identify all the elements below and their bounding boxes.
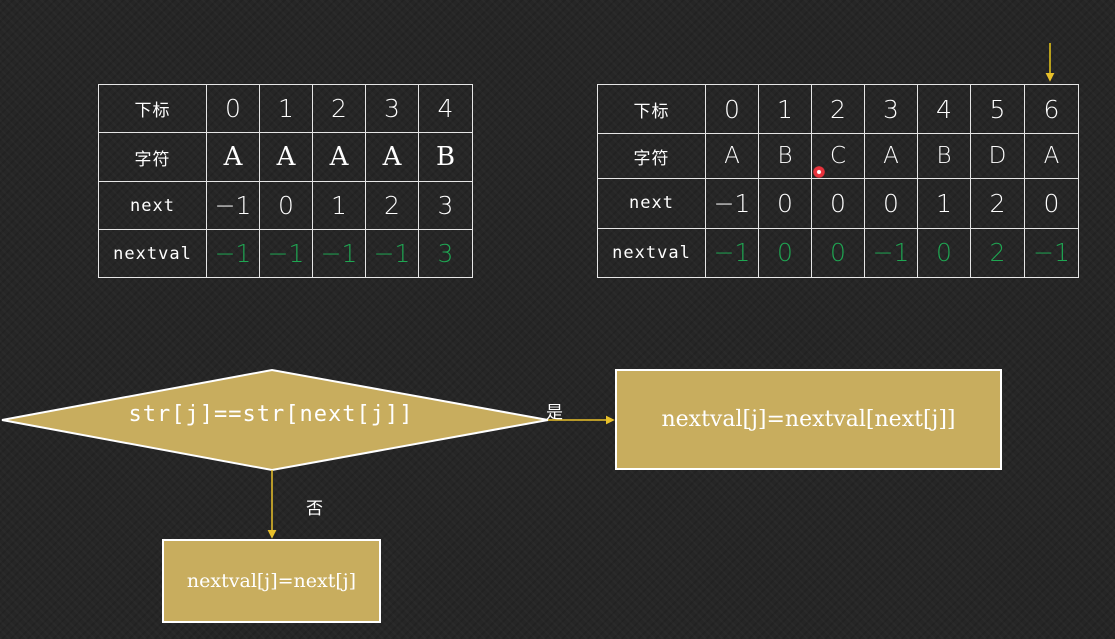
nextval-row: nextval −1 −1 −1 −1 3 — [98, 229, 473, 278]
row-header-index: 下标 — [98, 84, 207, 133]
nextval-cell: −1 — [312, 229, 366, 278]
nextval-cell: −1 — [1024, 227, 1079, 278]
next-row: next −1 0 0 0 1 2 0 — [597, 178, 1079, 229]
index-row: 下标 0 1 2 3 4 5 6 — [597, 83, 1079, 135]
char-row: 字符 A B C A B D A — [597, 133, 1079, 180]
next-table-abcabda: 下标 0 1 2 3 4 5 6 字符 A B C A B D A next −… — [597, 83, 1079, 278]
mouse-pointer-highlight — [813, 166, 825, 178]
nextval-cell: −1 — [705, 227, 759, 278]
char-row: 字符 A A A A B — [98, 131, 473, 183]
nextval-cell: 3 — [418, 229, 473, 278]
char-cell: B — [418, 131, 473, 183]
index-cell: 0 — [206, 84, 260, 133]
char-cell: A — [365, 131, 419, 183]
index-cell: 4 — [917, 83, 971, 135]
nextval-row: nextval −1 0 0 −1 0 2 −1 — [597, 227, 1079, 278]
next-table-aaaab: 下标 0 1 2 3 4 字符 A A A A B next −1 0 1 2 … — [98, 84, 473, 278]
row-header-next: next — [98, 181, 207, 231]
nextval-cell: 0 — [917, 227, 971, 278]
nextval-cell: 2 — [970, 227, 1025, 278]
next-cell: 1 — [917, 178, 971, 229]
next-row: next −1 0 1 2 3 — [98, 181, 473, 231]
yes-label: 是 — [546, 403, 563, 423]
nextval-cell: −1 — [206, 229, 260, 278]
yes-action-text: nextval[j]=nextval[next[j]] — [661, 407, 956, 432]
index-cell: 2 — [312, 84, 366, 133]
index-row: 下标 0 1 2 3 4 — [98, 84, 473, 133]
yes-action-box: nextval[j]=nextval[next[j]] — [615, 369, 1002, 470]
nextval-cell: −1 — [864, 227, 918, 278]
char-cell: B — [917, 133, 971, 180]
char-cell: A — [312, 131, 366, 183]
no-label: 否 — [306, 499, 323, 519]
condition-label: str[j]==str[next[j]] — [128, 402, 414, 427]
nextval-cell: 0 — [758, 227, 812, 278]
row-header-char: 字符 — [98, 131, 207, 183]
next-cell: −1 — [206, 181, 260, 231]
row-header-index: 下标 — [597, 83, 706, 135]
index-cell: 0 — [705, 83, 759, 135]
next-cell: 2 — [970, 178, 1025, 229]
next-cell: 0 — [811, 178, 865, 229]
row-header-nextval: nextval — [98, 229, 207, 278]
char-cell: A — [259, 131, 313, 183]
row-header-next: next — [597, 178, 706, 229]
index-cell: 4 — [418, 84, 473, 133]
char-cell: A — [1024, 133, 1079, 180]
next-cell: 3 — [418, 181, 473, 231]
next-cell: 0 — [864, 178, 918, 229]
next-cell: 0 — [259, 181, 313, 231]
row-header-nextval: nextval — [597, 227, 706, 278]
next-cell: 0 — [1024, 178, 1079, 229]
char-cell: D — [970, 133, 1025, 180]
no-action-text: nextval[j]=next[j] — [186, 570, 357, 592]
char-cell: A — [206, 131, 260, 183]
index-cell: 6 — [1024, 83, 1079, 135]
char-cell: B — [758, 133, 812, 180]
index-cell: 3 — [864, 83, 918, 135]
no-action-box: nextval[j]=next[j] — [162, 539, 381, 623]
index-cell: 5 — [970, 83, 1025, 135]
